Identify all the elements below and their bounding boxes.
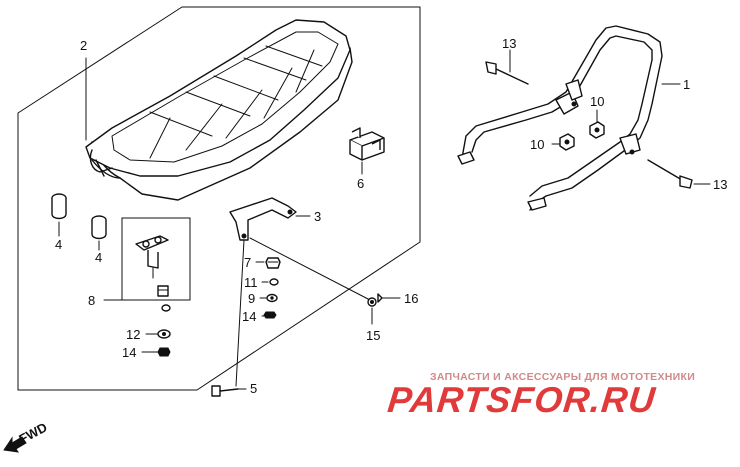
lock-washer[interactable] xyxy=(161,304,171,312)
bolt-5[interactable] xyxy=(211,385,239,397)
seat-bracket-3[interactable] xyxy=(229,197,297,241)
washer-9[interactable] xyxy=(266,293,278,303)
bolt-13a[interactable] xyxy=(485,61,529,85)
label-2: 2 xyxy=(80,38,87,53)
washer-12[interactable] xyxy=(157,329,171,339)
watermark-logo: PARTSFOR.RU xyxy=(386,379,658,420)
label-4a: 4 xyxy=(55,237,62,252)
label-8: 8 xyxy=(88,293,95,308)
nut-14a[interactable] xyxy=(157,347,171,357)
leader-bracket-15 xyxy=(249,237,371,301)
cushion-a[interactable] xyxy=(51,193,67,220)
bracket-8 xyxy=(127,217,191,301)
label-11: 11 xyxy=(244,275,258,290)
pin-16[interactable] xyxy=(377,293,393,303)
label-6: 6 xyxy=(357,176,364,191)
bolt-13b[interactable] xyxy=(647,159,693,189)
label-9: 9 xyxy=(248,291,255,306)
label-15: 15 xyxy=(366,328,380,343)
label-14b: 14 xyxy=(242,309,256,324)
nut-10b[interactable] xyxy=(559,133,575,151)
grab-rail-1[interactable] xyxy=(457,25,663,211)
label-10b: 10 xyxy=(530,137,544,152)
nut-14b[interactable] xyxy=(263,311,277,319)
fwd-label: FWD xyxy=(16,420,49,447)
fwd-arrow-icon xyxy=(3,436,27,453)
label-5: 5 xyxy=(250,381,257,396)
watermark: ЗАПЧАСТИ И АКСЕССУАРЫ ДЛЯ МОТОТЕХНИКИ PA… xyxy=(386,371,695,420)
washer-15[interactable] xyxy=(367,297,377,307)
nut-10a[interactable] xyxy=(589,121,605,139)
watermark-caption: ЗАПЧАСТИ И АКСЕССУАРЫ ДЛЯ МОТОТЕХНИКИ xyxy=(430,371,695,383)
cushion-b[interactable] xyxy=(91,215,107,240)
stopper-6[interactable] xyxy=(349,127,385,161)
label-7: 7 xyxy=(244,255,251,270)
collar-7[interactable] xyxy=(265,257,281,269)
fwd-indicator: FWD xyxy=(3,420,50,453)
assembly-boundary xyxy=(17,6,421,391)
label-10a: 10 xyxy=(590,94,604,109)
seat-lock[interactable] xyxy=(135,235,169,279)
label-16: 16 xyxy=(404,291,418,306)
seat[interactable] xyxy=(85,19,353,201)
lock-nut[interactable] xyxy=(157,285,169,297)
label-13a: 13 xyxy=(502,36,516,51)
label-4b: 4 xyxy=(95,250,102,265)
washer-11[interactable] xyxy=(269,278,279,286)
label-13b: 13 xyxy=(713,177,727,192)
leader-bracket-5 xyxy=(235,239,245,387)
label-12: 12 xyxy=(126,327,140,342)
label-14a: 14 xyxy=(122,345,136,360)
label-3: 3 xyxy=(314,209,321,224)
label-1: 1 xyxy=(683,77,690,92)
